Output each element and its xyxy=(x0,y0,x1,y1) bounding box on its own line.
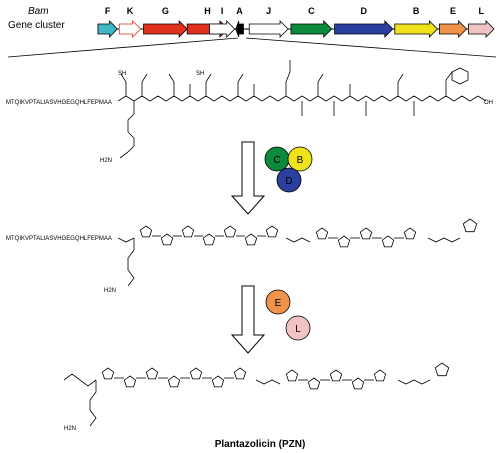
gene-label-j: J xyxy=(266,6,271,16)
gene-label-k: K xyxy=(127,6,134,16)
heterocycle-ring xyxy=(101,367,115,380)
enzyme-l xyxy=(285,315,311,341)
process-arrow-2 xyxy=(230,285,266,354)
enzyme-group-1: C B D xyxy=(264,146,313,193)
gene-arrow-j xyxy=(248,20,289,38)
gene-label-b: B xyxy=(413,6,420,16)
heterocycle-ring xyxy=(189,367,203,380)
precursor-peptide-structure xyxy=(117,60,487,159)
amine-label-2: H2N xyxy=(104,288,116,294)
gene-label-d: D xyxy=(360,6,367,16)
heterocycle-ring xyxy=(167,375,181,388)
heterocycle-ring xyxy=(285,369,299,382)
sh-label-2: SH xyxy=(196,71,204,77)
gene-arrow-k xyxy=(118,20,142,38)
enzyme-l-label: L xyxy=(295,324,301,335)
heterocycle-ring xyxy=(123,375,137,388)
gene-arrow-c xyxy=(290,20,333,38)
amine-label-3: H2N xyxy=(64,426,76,432)
acid-label-1: OH xyxy=(484,100,493,106)
heterocycle-ring xyxy=(381,235,395,248)
leader-sequence-1: MTQIKVPTALIASVHGEGQHLFEPMAA xyxy=(6,100,112,106)
product-structure xyxy=(63,362,450,427)
heterocycle-ring xyxy=(373,369,387,382)
heterocycle-ring xyxy=(307,377,321,390)
zoom-line-left xyxy=(7,37,239,58)
dimethylamine xyxy=(63,373,81,381)
sh-label: SH xyxy=(118,71,126,77)
heterocycle-ring xyxy=(181,225,195,238)
gene-label-c: C xyxy=(308,6,315,16)
heterocycle-ring xyxy=(139,225,153,238)
heterocycle-ring xyxy=(145,367,159,380)
heterocycle-ring xyxy=(351,377,365,390)
gene-arrow-f xyxy=(97,20,118,38)
heterocycle-ring xyxy=(329,369,343,382)
gene-label-g: G xyxy=(162,6,169,16)
enzyme-e-label: E xyxy=(275,298,282,309)
gene-label-e: E xyxy=(450,6,456,16)
gene-arrow-b xyxy=(394,20,439,38)
gene-arrow-a xyxy=(235,20,244,38)
heterocycle-ring xyxy=(244,233,258,246)
gene-arrow-d xyxy=(334,20,394,38)
enzyme-d-label: D xyxy=(285,176,292,187)
arginine-chain xyxy=(127,238,135,287)
heterocycle-ring xyxy=(315,227,329,240)
heterocycle-ring xyxy=(265,225,279,238)
intermediate-structure xyxy=(117,218,478,287)
gene-label-l: L xyxy=(478,6,484,16)
gene-label-f: F xyxy=(105,6,111,16)
cluster-name: Bam xyxy=(28,6,49,17)
phenyl-ring xyxy=(434,362,450,377)
heterocycle-ring xyxy=(202,233,216,246)
heterocycle-ring xyxy=(223,225,237,238)
heterocycle-ring xyxy=(359,227,373,240)
gene-label-h: H xyxy=(204,6,211,16)
heterocycle-ring xyxy=(211,375,225,388)
cluster-subtitle: Gene cluster xyxy=(8,20,65,31)
enzyme-e xyxy=(265,289,291,315)
heterocycle-ring xyxy=(337,235,351,248)
backbone xyxy=(285,237,311,243)
enzyme-b xyxy=(287,146,313,172)
leader-sequence-2: MTQIKVPTALIASVHGEGQHLFEPMAA xyxy=(6,236,112,242)
backbone xyxy=(117,237,135,243)
backbone xyxy=(255,379,281,385)
enzyme-b-label: B xyxy=(297,155,304,166)
backbone xyxy=(79,379,97,387)
heterocycle-ring xyxy=(160,233,174,246)
enzyme-group-2: E L xyxy=(265,289,311,341)
heterocycle-ring xyxy=(233,367,247,380)
backbone xyxy=(397,379,431,385)
product-name: Plantazolicin (PZN) xyxy=(215,439,306,450)
gene-arrow-i xyxy=(209,20,236,38)
zoom-line-right xyxy=(245,37,497,58)
gene-arrow-e xyxy=(438,20,468,38)
process-arrow-1 xyxy=(230,141,266,215)
backbone xyxy=(427,237,461,243)
enzyme-c-label: C xyxy=(273,155,280,166)
arginine-chain xyxy=(89,380,97,427)
phenyl-ring xyxy=(462,218,478,233)
gene-label-a: A xyxy=(236,6,243,16)
gene-label-i: I xyxy=(221,6,224,16)
gene-arrow-g xyxy=(143,20,188,38)
heterocycle-ring xyxy=(403,227,417,240)
gene-arrow-l xyxy=(468,20,495,38)
enzyme-d xyxy=(276,167,302,193)
amine-label-1: H2N xyxy=(100,158,112,164)
